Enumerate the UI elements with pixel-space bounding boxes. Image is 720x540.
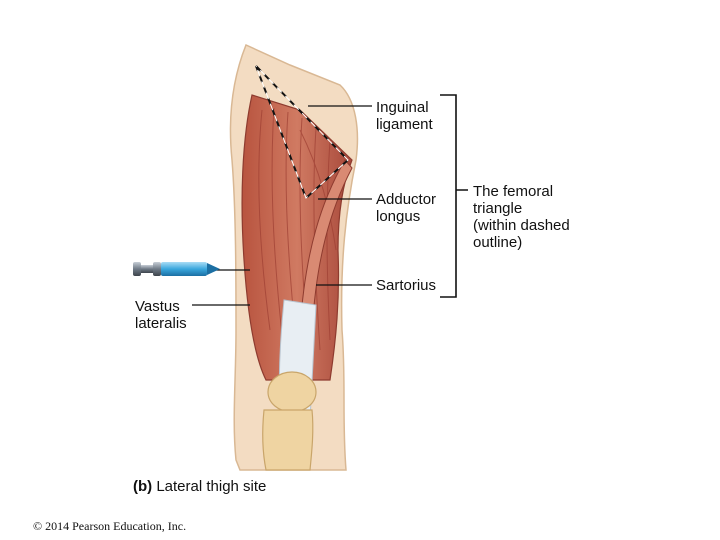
adductor-longus-label: Adductor longus <box>376 191 437 225</box>
thigh-muscles <box>241 94 353 381</box>
syringe-icon <box>133 262 220 276</box>
caption-letter: (b) <box>133 478 153 495</box>
caption-text: Lateral thigh site <box>156 478 267 495</box>
copyright-notice: © 2014 Pearson Education, Inc. <box>33 519 187 533</box>
leader-lines <box>192 105 372 306</box>
vastus-lateralis-label: Vastus lateralis <box>135 298 187 332</box>
femoral-triangle-bracket <box>440 94 468 298</box>
inguinal-ligament-label: Inguinal ligament <box>376 99 433 133</box>
tibia <box>262 409 314 471</box>
figure-caption: (b) Lateral thigh site <box>133 478 266 495</box>
sartorius-label: Sartorius <box>376 277 437 294</box>
patella <box>267 371 317 413</box>
femoral-triangle-label: The femoral triangle (within dashed outl… <box>473 183 570 251</box>
